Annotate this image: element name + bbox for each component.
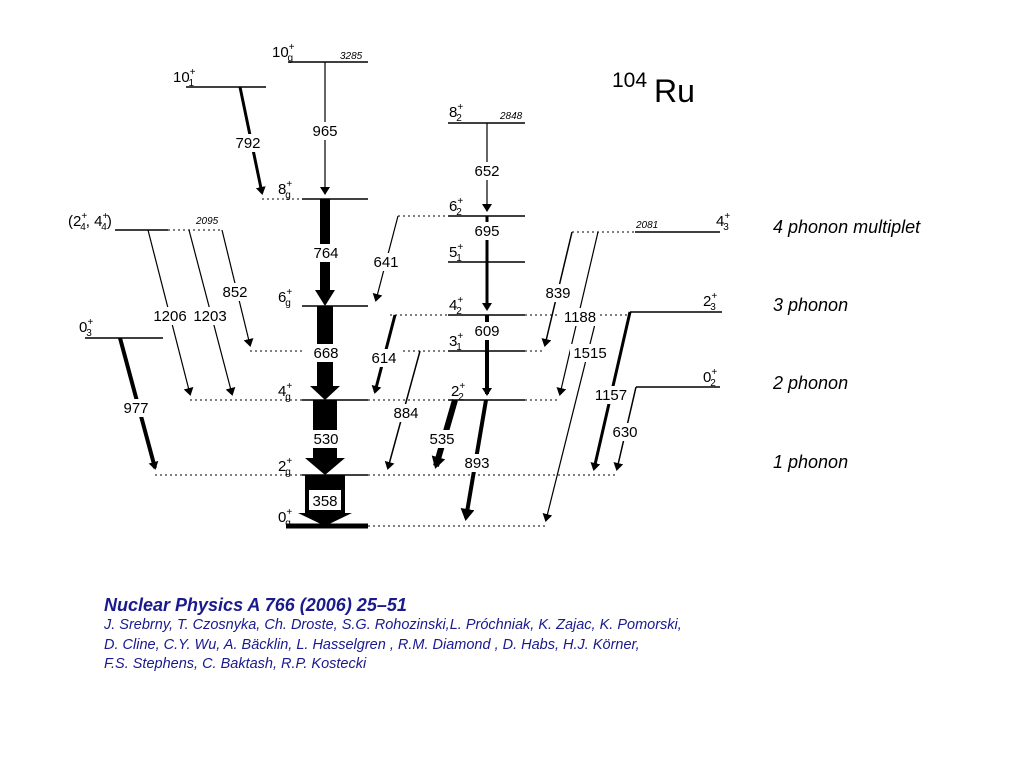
transition-label-1203: 1203 [193, 308, 226, 325]
level-label-0-2: 0+2 [703, 367, 717, 389]
level-label-4g: 4+g [278, 381, 292, 403]
transition-label-695: 695 [474, 223, 499, 240]
phonon-label-4: 4 phonon multiplet [773, 217, 921, 237]
level-energy-2848: 2848 [499, 111, 523, 122]
level-label-2-3: 2+3 [703, 291, 717, 313]
level-label-8-2: 8+2 [449, 102, 463, 124]
mass-number: 104 [612, 69, 647, 92]
author-line: F.S. Stephens, C. Baktash, R.P. Kostecki [104, 656, 367, 672]
level-energy-2081: 2081 [635, 220, 658, 231]
transition-label-852: 852 [222, 284, 247, 301]
transition-label-358: 358 [312, 493, 337, 510]
nucleus-title: 104 Ru [612, 69, 695, 109]
level-label-4-2: 4+2 [449, 295, 463, 317]
level-label-6-2: 6+2 [449, 196, 463, 218]
transition-label-614: 614 [371, 350, 396, 367]
level-energy-3285: 3285 [340, 51, 363, 62]
transition-label-backgrounds [117, 122, 643, 472]
level-label-6g: 6+g [278, 287, 292, 309]
level-lines [85, 61, 722, 529]
author-line: D. Cline, C.Y. Wu, A. Bäcklin, L. Hassel… [104, 636, 640, 653]
transition-label-1157: 1157 [595, 387, 627, 404]
transition-label-609: 609 [474, 323, 499, 340]
transition-label-641: 641 [373, 254, 398, 271]
reference-block: Nuclear Physics A 766 (2006) 25–51 J. Sr… [104, 594, 682, 675]
transition-label-884: 884 [393, 405, 418, 422]
phonon-label-2: 2 phonon [772, 373, 848, 393]
transition-label-652: 652 [474, 163, 499, 180]
level-label-2-2: 2+2 [451, 381, 465, 403]
journal-citation: Nuclear Physics A 766 (2006) 25–51 [104, 595, 407, 615]
phonon-label-3: 3 phonon [773, 295, 848, 315]
transition-label-1515: 1515 [573, 345, 606, 362]
level-label-2-4-4-4: (2+4, 4+4) [68, 211, 112, 233]
transition-label-893: 893 [464, 455, 489, 472]
level-energies: 3285 2848 2081 2095 [195, 51, 658, 231]
transition-label-839: 839 [545, 285, 570, 302]
transition-label-1188: 1188 [564, 309, 596, 326]
transition-label-630: 630 [612, 424, 637, 441]
level-labels: 0+g 2+g 4+g 6+g 8+g 10+g 10+1 2+2 3+1 4+… [68, 42, 730, 529]
level-label-0-3: 0+3 [79, 317, 93, 339]
transition-labels: 358 530 668 764 965 792 893 535 609 695 … [123, 123, 637, 510]
level-label-4-3: 4+3 [716, 211, 730, 233]
label-box-358 [309, 490, 341, 510]
transition-label-764: 764 [313, 245, 338, 262]
level-label-3-1: 3+1 [449, 331, 463, 353]
level-label-0g: 0+g [278, 507, 292, 529]
transition-label-1206: 1206 [153, 308, 186, 325]
transition-label-792: 792 [235, 135, 260, 152]
transition-label-668: 668 [313, 345, 338, 362]
level-energy-2095: 2095 [195, 216, 219, 227]
level-label-10g: 10+g [272, 42, 295, 64]
level-label-8g: 8+g [278, 179, 292, 201]
transition-label-965: 965 [312, 123, 337, 140]
level-dotted-lines [155, 198, 635, 527]
level-label-10-1: 10+1 [173, 67, 196, 89]
transition-label-535: 535 [429, 431, 454, 448]
phonon-label-1: 1 phonon [773, 452, 848, 472]
phonon-labels: 4 phonon multiplet 3 phonon 2 phonon 1 p… [772, 217, 921, 472]
transition-label-977: 977 [123, 400, 148, 417]
level-label-2g: 2+g [278, 456, 292, 478]
level-label-5-1: 5+1 [449, 242, 463, 264]
transition-label-530: 530 [313, 431, 338, 448]
author-line: J. Srebrny, T. Czosnyka, Ch. Droste, S.G… [104, 617, 682, 633]
element-symbol: Ru [654, 73, 695, 109]
